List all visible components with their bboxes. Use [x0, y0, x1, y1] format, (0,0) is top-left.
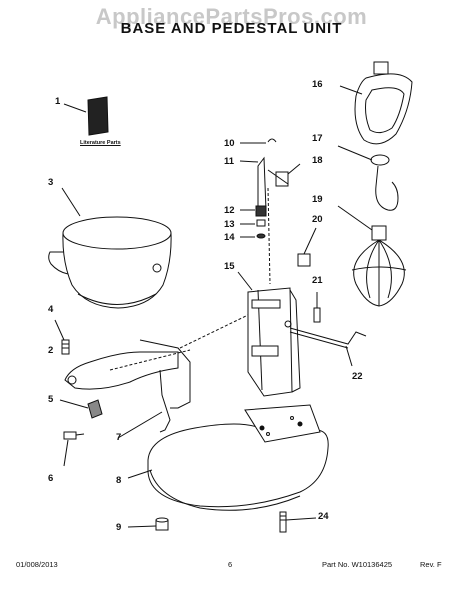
diagram-title: BASE AND PEDESTAL UNIT — [120, 20, 343, 37]
bowl-lift-handle — [289, 327, 367, 367]
callout-14: 14 — [224, 232, 235, 243]
screw-6 — [63, 431, 85, 467]
screw-4 — [54, 319, 70, 355]
callout-19: 19 — [312, 194, 323, 205]
callout-11: 11 — [224, 156, 235, 167]
flat-beater — [339, 61, 413, 145]
callout-17: 17 — [312, 133, 323, 144]
footer-rev: Rev. F — [420, 560, 442, 569]
footer-page: 6 — [228, 560, 233, 569]
callout-12: 12 — [224, 205, 235, 216]
mixer-base — [127, 404, 329, 511]
speed-control-knob — [297, 227, 317, 267]
callout-13: 13 — [224, 219, 235, 230]
callout-16: 16 — [312, 79, 323, 90]
callout-2: 2 — [48, 345, 54, 356]
screw-24 — [279, 511, 317, 533]
callout-22: 22 — [352, 371, 363, 382]
callout-5: 5 — [48, 394, 54, 405]
callout-3: 3 — [48, 177, 54, 188]
pedestal — [179, 271, 301, 397]
spring-stack — [240, 187, 271, 285]
rubber-foot — [127, 517, 169, 531]
mixing-bowl — [48, 187, 172, 309]
literature-booklet — [63, 96, 109, 136]
callout-8: 8 — [116, 475, 122, 486]
locking-lever — [267, 163, 301, 187]
literature-parts-label: Literature Parts — [80, 140, 121, 146]
callout-4: 4 — [48, 304, 54, 315]
footer-part-no: Part No. W10136425 — [322, 560, 393, 569]
wire-whip — [337, 205, 407, 307]
callout-24: 24 — [318, 511, 329, 522]
callout-20: 20 — [312, 214, 323, 225]
callout-15: 15 — [224, 261, 235, 272]
callout-6: 6 — [48, 473, 54, 484]
callout-18: 18 — [312, 155, 323, 166]
callout-21: 21 — [312, 275, 323, 286]
hinge-pin — [239, 156, 267, 213]
callout-10: 10 — [224, 138, 235, 149]
dough-hook — [337, 145, 399, 211]
callout-9: 9 — [116, 522, 122, 533]
callout-1: 1 — [55, 96, 61, 107]
callout-7: 7 — [116, 432, 122, 443]
footer-date: 01/008/2013 — [16, 560, 58, 569]
spring-clip — [59, 399, 103, 419]
bowl-clamp-plate — [64, 339, 191, 433]
hinge-pin-clip — [240, 138, 277, 144]
screw-21 — [313, 292, 321, 323]
watermark: AppliancePartsPros.com — [95, 4, 368, 29]
